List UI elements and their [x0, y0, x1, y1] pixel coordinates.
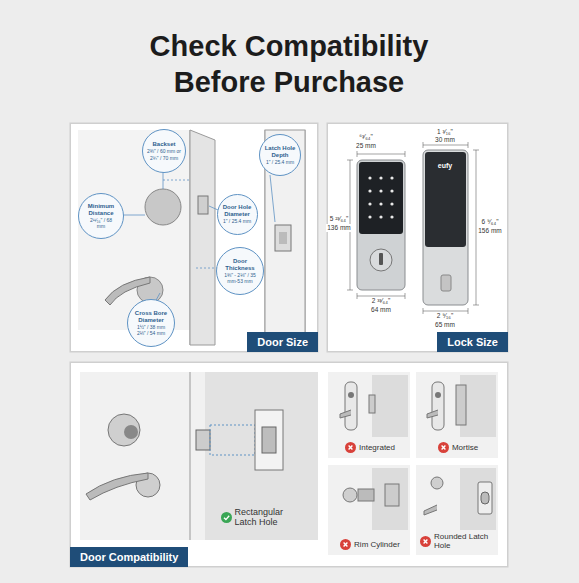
card-label-row: Rim Cylinder: [340, 539, 400, 550]
callout-bubble: Backset2⅜" / 60 mm or 2¾" / 70 mm: [142, 129, 186, 173]
cross-icon: [345, 442, 356, 453]
title: Check Compatibility Before Purchase: [139, 28, 439, 100]
card-label: Integrated: [359, 443, 395, 452]
check-icon: [221, 512, 232, 523]
card-label: Rectangular Latch Hole: [235, 507, 305, 527]
callout-heading: Door Thickness: [223, 258, 257, 272]
panel: Lock Size: [327, 123, 508, 352]
dimension-value: 1" / 25.4 mm: [222, 218, 252, 225]
callout-heading: Cross Bore Diameter: [134, 310, 168, 324]
compat-card: Integrated: [329, 373, 411, 459]
compat-card: Rim Cylinder: [329, 466, 411, 556]
dimension-value: 1½" / 38 mm 2⅛" / 54 mm: [134, 324, 168, 337]
dimension-value: 1" / 25.4 mm: [264, 159, 295, 166]
cross-icon: [420, 536, 431, 547]
dimension-label: 64 mm: [370, 306, 392, 314]
callout-bubble: Door Thickness1⅜" - 2⅛" / 35 mm-53 mm: [216, 247, 264, 295]
card-label: Rim Cylinder: [354, 540, 400, 549]
dimension-label: 2 ⁹⁄₁₆": [436, 312, 454, 320]
compat-card: Rounded Latch Hole: [417, 466, 499, 556]
panel-tab: Door Size: [247, 332, 318, 352]
card-label-row: Mortise: [438, 442, 478, 453]
dimension-label: ⁶³⁄₆₄": [358, 133, 374, 141]
callout-bubble: Minimum Distance2¹¹⁄₁₆" / 68 mm: [78, 193, 124, 239]
panel: Door Size Backset2⅜" / 60 mm or 2¾" / 70 …: [70, 123, 318, 352]
panel-tab: Lock Size: [437, 332, 508, 352]
callout-bubble: Door Hole Diameter1" / 25.4 mm: [217, 194, 258, 235]
callout-text: Minimum Distance2¹¹⁄₁₆" / 68 mm: [85, 203, 116, 230]
callout-text: Backset2⅜" / 60 mm or 2¾" / 70 mm: [147, 141, 181, 161]
dimension-label: 156 mm: [477, 227, 502, 235]
dimension-label: 1 ³⁄₁₆": [436, 128, 454, 136]
dimension-label: 6 ⁹⁄₆₄": [481, 218, 500, 226]
card-label: Rounded Latch Hole: [434, 532, 496, 550]
callout-heading: Door Hole Diameter: [222, 204, 252, 218]
logo-text: eufy: [437, 162, 453, 170]
cross-icon: [340, 539, 351, 550]
compat-card: Rectangular Latch Hole: [206, 373, 319, 541]
card-label-row: Rounded Latch Hole: [420, 532, 496, 550]
panel: Door Compatibility Rectangular Latch Hole…: [70, 362, 508, 567]
card-label-row: Rectangular Latch Hole: [221, 507, 305, 527]
callout-heading: Backset: [147, 141, 181, 148]
callout-text: Cross Bore Diameter1½" / 38 mm 2⅛" / 54 …: [134, 310, 168, 337]
callout-bubble: Latch Hole Depth1" / 25.4 mm: [259, 134, 301, 176]
card-label: Mortise: [452, 443, 478, 452]
dimension-label: 5 ²³⁄₆₄": [329, 215, 349, 223]
dimension-label: 25 mm: [355, 142, 377, 150]
dimension-label: 30 mm: [434, 136, 456, 144]
dimension-value: 1⅜" - 2⅛" / 35 mm-53 mm: [223, 272, 257, 285]
dimension-label: 65 mm: [434, 321, 456, 329]
card-label-row: Integrated: [345, 442, 395, 453]
dimension-label: 136 mm: [326, 224, 351, 232]
dimension-value: 2⅜" / 60 mm or 2¾" / 70 mm: [147, 148, 181, 161]
callout-heading: Latch Hole Depth: [264, 145, 295, 159]
callout-text: Door Thickness1⅜" - 2⅛" / 35 mm-53 mm: [223, 258, 257, 285]
dimension-value: 2¹¹⁄₁₆" / 68 mm: [85, 217, 116, 230]
panel-tab: Door Compatibility: [70, 547, 188, 567]
compat-card: Mortise: [417, 373, 499, 459]
cross-icon: [438, 442, 449, 453]
callout-heading: Minimum Distance: [85, 203, 116, 217]
callout-text: Door Hole Diameter1" / 25.4 mm: [222, 204, 252, 225]
dimension-label: 2 ³³⁄₆₄": [371, 297, 391, 305]
callout-text: Latch Hole Depth1" / 25.4 mm: [264, 145, 295, 166]
callout-bubble: Cross Bore Diameter1½" / 38 mm 2⅛" / 54 …: [127, 299, 175, 347]
